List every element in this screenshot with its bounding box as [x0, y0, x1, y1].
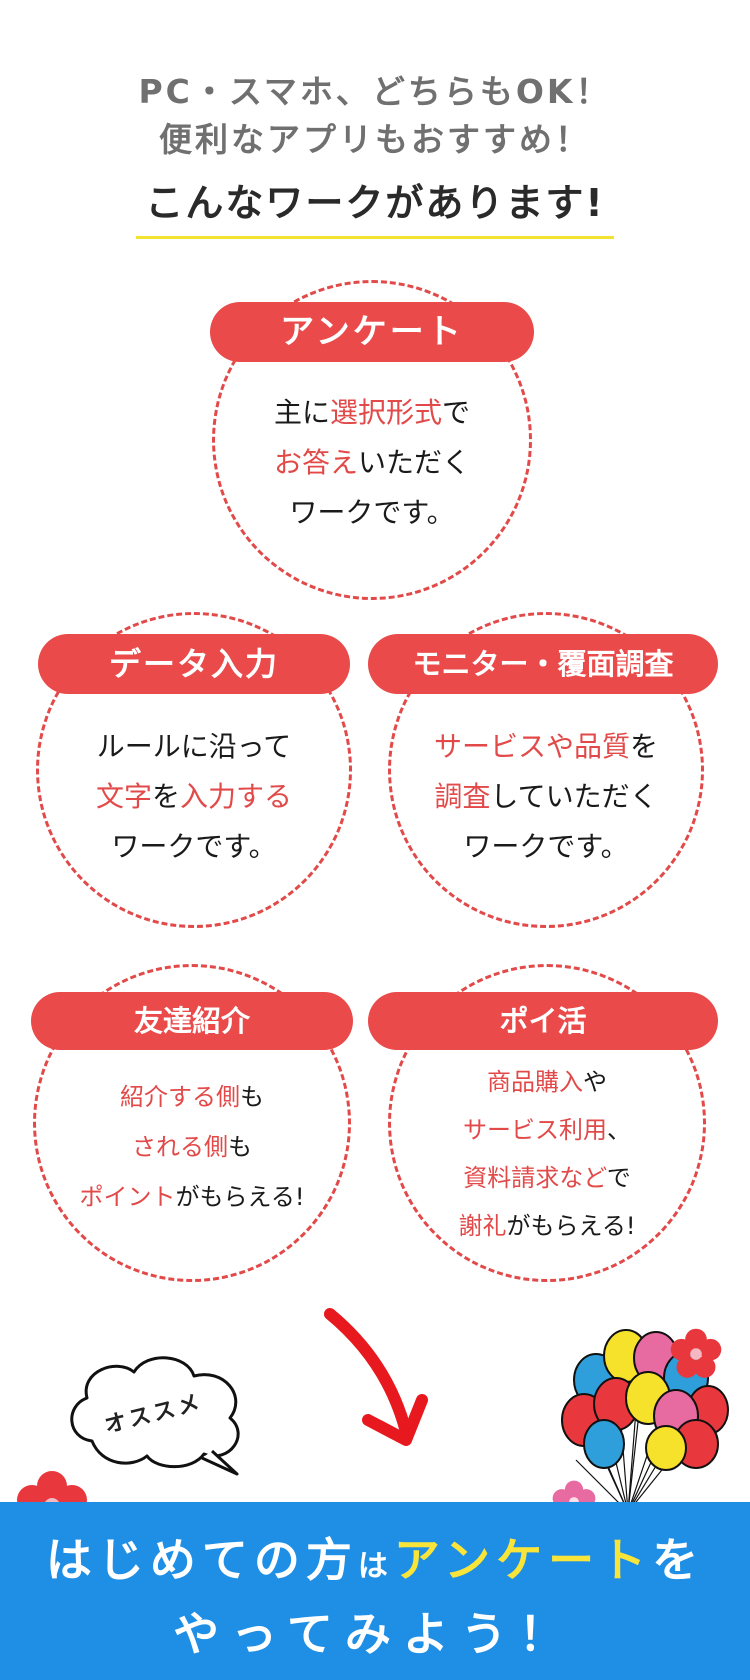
card-title-referral: 友達紹介 — [31, 992, 353, 1050]
card-title-monitor: モニター・覆面調査 — [368, 634, 718, 694]
heading-underline — [136, 236, 614, 239]
balloons-icon — [561, 1329, 729, 1513]
flower-icon — [670, 1328, 722, 1378]
cta-banner[interactable]: はじめての方はアンケートを やってみよう！ — [0, 1502, 750, 1680]
intro-line-1: PC・スマホ、どちらもOK！ — [138, 72, 612, 111]
card-title-data-entry: データ入力 — [38, 634, 350, 694]
card-desc-data-entry: ルールに沿って 文字を入力する ワークです。 — [95, 730, 293, 863]
banner-line-2: やってみよう！ — [173, 1607, 577, 1661]
card-desc-survey: 主に選択形式で お答えいただく ワークです。 — [273, 396, 471, 529]
card-title-poikatsu: ポイ活 — [368, 992, 718, 1050]
card-title-survey: アンケート — [210, 302, 534, 362]
card-desc-monitor: サービスや品質を 調査していただく ワークです。 — [433, 730, 659, 863]
card-desc-referral: 紹介する側も される側も ポイントがもらえる! — [79, 1083, 305, 1211]
intro-text: PC・スマホ、どちらもOK！ 便利なアプリもおすすめ！ — [0, 68, 750, 164]
section-heading: こんなワークがあります! — [145, 181, 605, 225]
down-arrow-icon — [324, 1308, 428, 1446]
banner-line-1: はじめての方はアンケートを — [45, 1533, 705, 1587]
card-desc-poikatsu: 商品購入や サービス利用、 資料請求などで 謝礼がもらえる! — [458, 1068, 636, 1240]
speech-cloud-icon — [70, 1356, 240, 1476]
intro-line-2: 便利なアプリもおすすめ！ — [159, 120, 591, 159]
